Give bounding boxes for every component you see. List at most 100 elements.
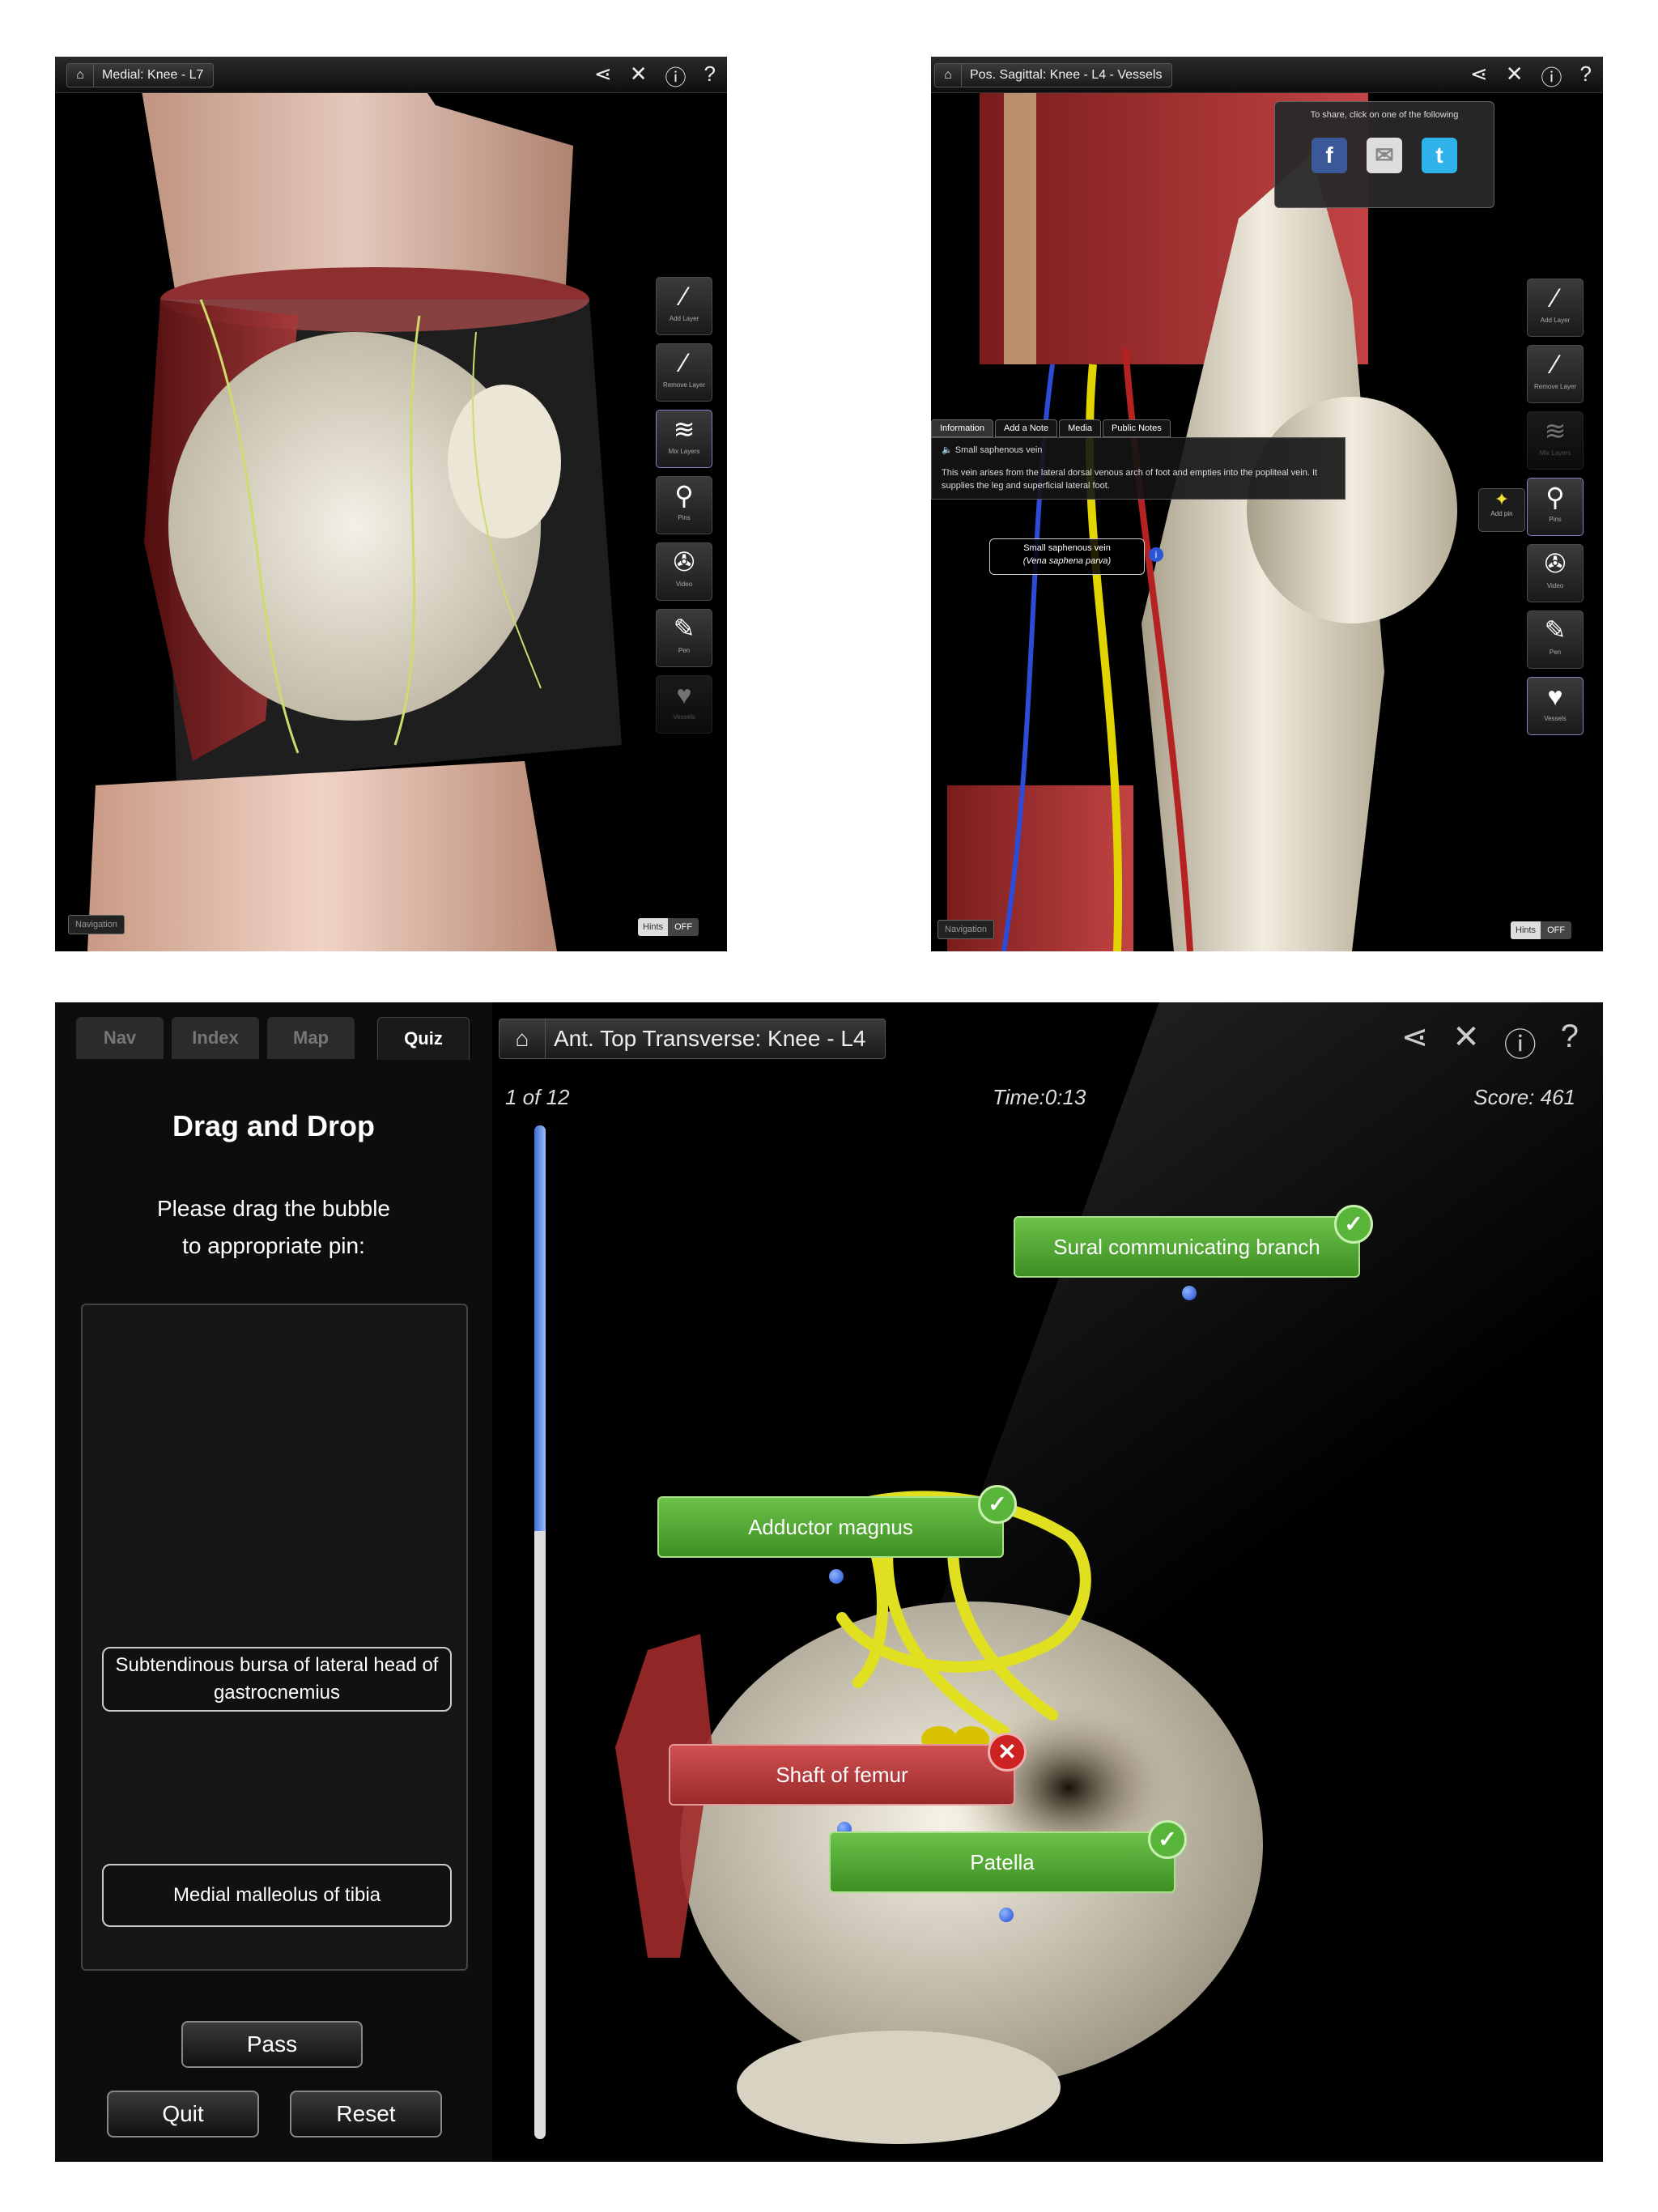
tool-add-layer-button[interactable]: ⁄Add Layer xyxy=(656,277,712,335)
tab-index[interactable]: Index xyxy=(172,1017,259,1059)
hints-label: Hints xyxy=(1511,921,1541,939)
pass-button[interactable]: Pass xyxy=(181,2021,363,2068)
film-reel-icon: ✇ xyxy=(673,547,695,576)
tool-video-button[interactable]: ✇Video xyxy=(1527,544,1584,602)
tool-label: Pen xyxy=(1549,649,1562,656)
tool-pins-button[interactable]: ⚲ Pins xyxy=(656,476,712,534)
info-icon[interactable]: ⓘ xyxy=(1503,1027,1537,1063)
breadcrumb-label: Pos. Sagittal: Knee - L4 - Vessels xyxy=(970,68,1163,82)
label-patella[interactable]: Patella xyxy=(829,1831,1175,1893)
add-pin-button[interactable]: ✦ Add pin xyxy=(1478,488,1525,532)
tool-mix-layers-button[interactable]: ≋ Mix Layers xyxy=(1527,411,1584,470)
heart-icon: ♥ xyxy=(1547,682,1563,711)
top-bar: ⌂ Pos. Sagittal: Knee - L4 - Vessels ⋖ ✕… xyxy=(931,57,1603,93)
screen-sagittal-knee: ⌂ Pos. Sagittal: Knee - L4 - Vessels ⋖ ✕… xyxy=(931,57,1603,951)
breadcrumb[interactable]: ⌂ Medial: Knee - L7 xyxy=(66,63,215,87)
pin-label[interactable]: Small saphenous vein (Vena saphena parva… xyxy=(989,538,1163,575)
tool-label: Remove Layer xyxy=(1533,383,1577,390)
share-popover: To share, click on one of the following … xyxy=(1274,101,1494,208)
tab-map[interactable]: Map xyxy=(267,1017,355,1059)
progress-fill xyxy=(534,1125,546,1531)
info-icon[interactable]: i xyxy=(1149,547,1163,562)
home-icon[interactable]: ⌂ xyxy=(500,1019,546,1058)
tool-pen-button[interactable]: ✎Pen xyxy=(656,609,712,667)
tools-icon[interactable]: ✕ xyxy=(1452,1019,1480,1055)
tools-icon[interactable]: ✕ xyxy=(629,62,648,86)
tool-remove-layer-button[interactable]: ⁄Remove Layer xyxy=(1527,345,1584,403)
knee-3d-model[interactable] xyxy=(55,57,727,951)
breadcrumb[interactable]: ⌂ Pos. Sagittal: Knee - L4 - Vessels xyxy=(934,63,1173,87)
check-icon: ✓ xyxy=(1148,1820,1187,1859)
tool-pins-button[interactable]: ⚲Pins xyxy=(1527,478,1584,536)
progress-track[interactable] xyxy=(534,1125,546,2139)
share-icon[interactable]: ⋖ xyxy=(1401,1019,1429,1055)
info-tab-public-notes[interactable]: Public Notes xyxy=(1103,419,1171,437)
label-shaft-of-femur[interactable]: Shaft of femur xyxy=(669,1744,1015,1806)
home-icon[interactable]: ⌂ xyxy=(67,64,94,87)
navigation-button[interactable]: Navigation xyxy=(68,915,125,934)
twitter-icon: t xyxy=(1435,143,1443,168)
check-icon: ✓ xyxy=(978,1485,1017,1524)
share-icon[interactable]: ⋖ xyxy=(1469,62,1488,86)
share-instructions: To share, click on one of the following xyxy=(1310,110,1459,120)
email-icon: ✉ xyxy=(1375,143,1394,168)
tool-vessels-button[interactable]: ♥Vessels xyxy=(1527,677,1584,735)
hints-toggle[interactable]: Hints OFF xyxy=(1511,921,1572,939)
share-icon[interactable]: ⋖ xyxy=(593,62,612,86)
hints-toggle[interactable]: Hints OFF xyxy=(638,918,699,936)
navigation-button[interactable]: Navigation xyxy=(937,920,994,939)
quit-button[interactable]: Quit xyxy=(107,2091,259,2138)
layers-icon: ≋ xyxy=(1544,416,1567,445)
tool-label: Vessels xyxy=(673,713,695,721)
help-icon[interactable]: ? xyxy=(1560,1019,1579,1054)
bubble-tray xyxy=(81,1304,468,1971)
pin-patella[interactable] xyxy=(999,1908,1014,1922)
tool-mix-layers-button[interactable]: ≋Mix Layers xyxy=(656,410,712,468)
layers-icon: ≋ xyxy=(673,415,695,444)
tool-label: Pins xyxy=(1549,516,1562,523)
info-icon[interactable]: ⓘ xyxy=(1541,66,1562,90)
timer: Time:0:13 xyxy=(993,1085,1086,1109)
bubble-subtendinous-bursa[interactable]: Subtendinous bursa of lateral head of ga… xyxy=(102,1647,452,1712)
tool-label: Pen xyxy=(678,647,691,654)
help-icon[interactable]: ? xyxy=(704,62,716,86)
cross-icon: ✕ xyxy=(988,1733,1027,1772)
sagittal-3d-model[interactable] xyxy=(931,57,1603,951)
info-tab-media[interactable]: Media xyxy=(1059,419,1102,437)
reset-button[interactable]: Reset xyxy=(290,2091,442,2138)
twitter-share-button[interactable]: t xyxy=(1422,138,1457,173)
pin-icon: ✦ xyxy=(1494,489,1510,509)
pin-sural-communicating-branch[interactable] xyxy=(1182,1286,1197,1300)
top-bar: ⌂ Medial: Knee - L7 ⋖ ✕ ⓘ ? xyxy=(55,57,727,93)
info-icon[interactable]: ⓘ xyxy=(665,66,687,90)
tool-add-layer-button[interactable]: ⁄Add Layer xyxy=(1527,279,1584,337)
email-share-button[interactable]: ✉ xyxy=(1367,138,1402,173)
label-adductor-magnus[interactable]: Adductor magnus xyxy=(657,1496,1004,1558)
help-icon[interactable]: ? xyxy=(1579,62,1592,86)
bubble-medial-malleolus[interactable]: Medial malleolus of tibia xyxy=(102,1864,452,1927)
tab-quiz[interactable]: Quiz xyxy=(377,1017,470,1060)
tool-video-button[interactable]: ✇Video xyxy=(656,542,712,601)
score: Score: 461 xyxy=(1473,1085,1575,1109)
info-title: 🔈 Small saphenous vein xyxy=(942,445,1043,455)
pin-adductor-magnus[interactable] xyxy=(829,1569,844,1584)
tool-remove-layer-button[interactable]: ⁄Remove Layer xyxy=(656,343,712,402)
pin-icon: ⚲ xyxy=(674,481,694,510)
instructions-line-2: to appropriate pin: xyxy=(182,1233,365,1258)
knee-transverse-model[interactable] xyxy=(551,1229,1603,2160)
label-sural-communicating-branch[interactable]: Sural communicating branch xyxy=(1014,1216,1360,1278)
home-icon[interactable]: ⌂ xyxy=(935,64,962,87)
info-tab-information[interactable]: Information xyxy=(931,419,994,437)
progress-count: 1 of 12 xyxy=(505,1085,570,1109)
speaker-icon[interactable]: 🔈 xyxy=(942,445,953,455)
tool-label: Pins xyxy=(678,514,691,521)
facebook-share-button[interactable]: f xyxy=(1312,138,1347,173)
tool-vessels-button[interactable]: ♥Vessels xyxy=(656,675,712,734)
tool-label: Mix Layers xyxy=(1539,449,1571,457)
toolbar-icons: ⋖ ✕ ⓘ ? xyxy=(1401,1019,1579,1066)
info-tab-add-a-note[interactable]: Add a Note xyxy=(995,419,1058,437)
tools-icon[interactable]: ✕ xyxy=(1505,62,1524,86)
tool-pen-button[interactable]: ✎Pen xyxy=(1527,610,1584,669)
tab-nav[interactable]: Nav xyxy=(76,1017,164,1059)
breadcrumb[interactable]: ⌂ Ant. Top Transverse: Knee - L4 xyxy=(499,1019,886,1059)
